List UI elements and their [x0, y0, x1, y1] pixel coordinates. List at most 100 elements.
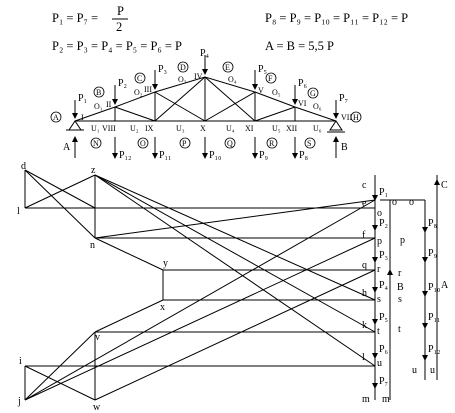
cload-p6: P₆ [379, 344, 389, 355]
field-c: C [137, 74, 142, 83]
inner-p9: P₉ [428, 248, 438, 259]
field-b: B [96, 88, 101, 97]
point-w: w [93, 402, 101, 413]
point-y: y [163, 258, 168, 269]
truss-joint-labels: I II III IV V VI VII VIII IX X XI XII [81, 72, 352, 133]
label-p12: P₁₂ [119, 150, 132, 161]
label-p9: P₉ [259, 150, 269, 161]
field-e: E [225, 63, 230, 72]
joint-v: V [258, 86, 264, 95]
joint-vi: VI [298, 99, 307, 108]
inner-p10: P₁₀ [428, 282, 441, 293]
field-s: S [307, 139, 311, 148]
point-s-main: s [377, 294, 381, 305]
cload-p4: P₄ [379, 280, 389, 291]
truss-bottom-loads [72, 136, 339, 159]
point-n: n [90, 240, 95, 251]
joint-viii: VIII [102, 124, 116, 133]
label-reaction-b: B [341, 142, 348, 153]
point-z: z [91, 165, 96, 176]
label-o6: O₆ [313, 102, 322, 111]
label-p4: P₄ [200, 48, 210, 59]
joint-iv: IV [194, 72, 203, 81]
cload-p5: P₅ [379, 312, 388, 323]
point-e: e [362, 198, 367, 209]
inner-p: p [400, 235, 405, 246]
joint-xi: XI [245, 124, 254, 133]
field-n: N [93, 139, 99, 148]
point-i: i [19, 356, 22, 367]
label-p11: P₁₁ [159, 150, 172, 161]
field-d: D [180, 63, 186, 72]
label-o3: O₃ [178, 75, 187, 84]
inner-r: r [398, 268, 402, 279]
field-q: Q [227, 139, 233, 148]
label-p7: P₇ [339, 93, 348, 104]
reaction-c: C [441, 180, 448, 191]
point-l-left: l [17, 206, 20, 217]
cremona-arrows [372, 179, 440, 389]
field-r: R [269, 139, 275, 148]
eq-p8-p12: P₈ = P₉ = P₁₀ = P₁₁ = P₁₂ = P [265, 11, 408, 25]
joint-vii: VII [341, 113, 352, 122]
label-p2: P₂ [118, 78, 127, 89]
equations: P₁ = P₇ = P 2 P₂ = P₃ = P₄ = P₅ = P₆ = P… [52, 4, 408, 53]
label-p5: P₅ [258, 64, 267, 75]
inner-o-2: o [409, 197, 414, 208]
truss [66, 76, 345, 133]
eq-frac-num: P [117, 4, 124, 18]
point-u-main: u [377, 358, 382, 369]
label-o1: O₁ [94, 102, 103, 111]
reaction-a: A [441, 280, 449, 291]
point-x: x [160, 302, 165, 313]
point-r-main: r [377, 264, 381, 275]
eq-frac-den: 2 [116, 20, 122, 34]
inner-b: B [397, 282, 404, 293]
point-p-main: p [377, 236, 382, 247]
point-j: j [17, 396, 21, 407]
field-o: O [140, 139, 146, 148]
field-f: F [268, 74, 273, 83]
eq-reactions: A = B = 5,5 P [265, 39, 334, 53]
truss-chord-labels: O₁ O₂ O₃ O₄ O₅ O₆ U₁ U₂ U₃ U₄ U₅ U₆ [91, 75, 322, 133]
label-p1: P₁ [78, 93, 87, 104]
inner-u: u [412, 365, 417, 376]
point-c: c [362, 180, 367, 191]
cremona-left-labels: d l z n y x v i j w [17, 161, 168, 413]
field-p: P [182, 139, 187, 148]
label-p8: P₈ [299, 150, 309, 161]
point-o-main: o [377, 208, 382, 219]
inner-t: t [398, 324, 401, 335]
label-u3: U₃ [176, 124, 185, 133]
point-k: k [362, 320, 367, 331]
joint-ii: II [106, 100, 112, 109]
label-p3: P₃ [158, 64, 167, 75]
point-m-left: m [362, 394, 370, 405]
joint-iii: III [144, 85, 152, 94]
cremona-right-labels: c e o f p q r h s k t l u m m [362, 180, 390, 405]
point-f: f [362, 230, 366, 241]
point-t-main: t [377, 326, 380, 337]
label-o2: O₂ [134, 88, 143, 97]
label-u2: U₂ [130, 124, 139, 133]
label-u1: U₁ [91, 124, 100, 133]
field-g: G [310, 89, 316, 98]
joint-i: I [81, 113, 84, 122]
inner-p12: P₁₂ [428, 344, 441, 355]
inner-p8: P₈ [428, 218, 438, 229]
label-u5: U₅ [272, 124, 281, 133]
label-reaction-a: A [63, 142, 71, 153]
truss-field-letters: A B C D E F G H N O P Q R S [53, 63, 359, 148]
cload-p2: P₂ [379, 218, 388, 229]
inner-s: s [398, 294, 402, 305]
label-p6: P₆ [298, 78, 308, 89]
truss-field-labels [50, 61, 362, 149]
joint-xii: XII [286, 124, 297, 133]
cremona-inner-labels: o o p r s t u B u P₈ P₉ P₁₀ P₁₁ P₁₂ A C [392, 180, 449, 376]
cload-p1: P₁ [379, 187, 388, 198]
inner-p11: P₁₁ [428, 312, 441, 323]
cload-p3: P₃ [379, 250, 388, 261]
cload-p7: P₇ [379, 376, 388, 387]
inner-o-1: o [392, 197, 397, 208]
